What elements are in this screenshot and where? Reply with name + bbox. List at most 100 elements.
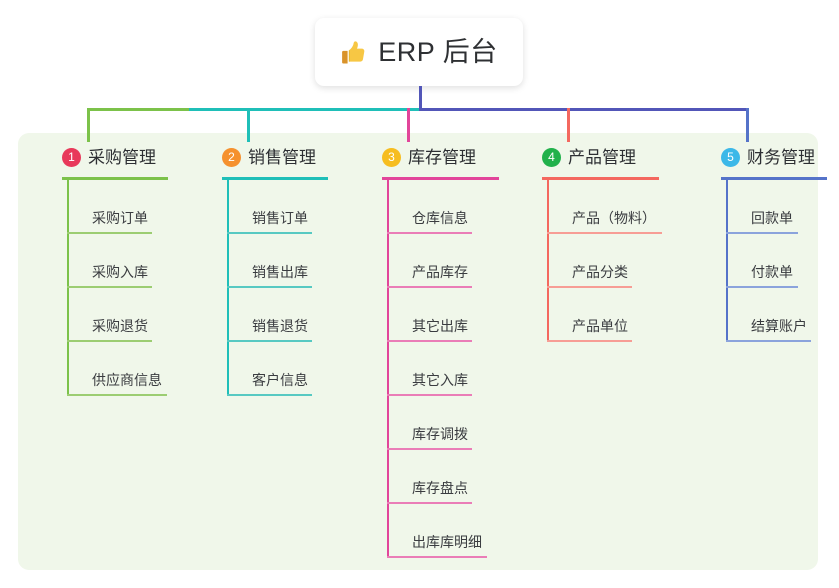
item-label: 仓库信息: [412, 210, 468, 226]
column-rule-4: [542, 177, 659, 180]
item-rule: [726, 232, 798, 234]
item-rule: [227, 286, 312, 288]
column-badge-1: 1: [62, 147, 81, 167]
item-label: 供应商信息: [92, 372, 162, 388]
item-rule: [387, 394, 472, 396]
column-purchasing: 1 采购管理 采购订单 采购入库 采购退货 供应商信息: [40, 146, 190, 396]
item-rule: [547, 286, 632, 288]
column-rule-5: [721, 177, 827, 180]
column-rule-3: [382, 177, 499, 180]
item-spine: [227, 288, 229, 342]
item-spine: [726, 234, 728, 288]
column-rule-2: [222, 177, 328, 180]
column-title-4: 产品管理: [568, 147, 636, 167]
item-label: 结算账户: [751, 318, 807, 334]
column-header-product[interactable]: 4 产品管理: [520, 146, 685, 168]
diagram-panel: [18, 133, 818, 570]
item-label: 产品单位: [572, 318, 628, 334]
column-badge-3: 3: [382, 147, 401, 167]
item-rule: [387, 340, 472, 342]
item-label: 回款单: [751, 210, 793, 226]
item-label: 其它出库: [412, 318, 468, 334]
root-node-card[interactable]: ERP 后台: [315, 18, 523, 86]
item-spine: [227, 180, 229, 234]
column-title-5: 财务管理: [747, 147, 815, 167]
item-rule: [387, 556, 487, 558]
item-label: 库存调拨: [412, 426, 468, 442]
item-rule: [547, 340, 632, 342]
item-spine: [67, 180, 69, 234]
item-label: 产品库存: [412, 264, 468, 280]
item-label: 销售退货: [252, 318, 308, 334]
item-spine: [726, 288, 728, 342]
drop-connector-col4: [567, 108, 570, 142]
item-label: 销售出库: [252, 264, 308, 280]
item-rule: [387, 232, 472, 234]
item-rule: [67, 286, 152, 288]
column-header-finance[interactable]: 5 财务管理: [699, 146, 839, 168]
item-spine: [387, 180, 389, 234]
column-finance: 5 财务管理 回款单 付款单 结算账户: [699, 146, 839, 342]
item-spine: [67, 234, 69, 288]
item-rule: [726, 286, 798, 288]
horizontal-connector-blue: [419, 108, 749, 111]
root-node-content: ERP 后台: [340, 36, 498, 67]
item-rule: [67, 340, 152, 342]
item-rule: [547, 232, 662, 234]
column-badge-2: 2: [222, 147, 241, 167]
item-spine: [547, 288, 549, 342]
column-header-purchasing[interactable]: 1 采购管理: [40, 146, 190, 168]
item-spine: [227, 342, 229, 396]
drop-connector-col5: [746, 108, 749, 142]
drop-connector-col3: [407, 108, 410, 142]
horizontal-connector-teal: [189, 108, 419, 111]
item-rule: [227, 394, 312, 396]
item-rule: [67, 232, 152, 234]
column-header-inventory[interactable]: 3 库存管理: [360, 146, 520, 168]
item-rule: [387, 448, 472, 450]
item-label: 采购入库: [92, 264, 148, 280]
item-label: 采购订单: [92, 210, 148, 226]
thumbs-up-icon: [342, 40, 365, 63]
item-rule: [67, 394, 167, 396]
item-label: 产品（物料）: [572, 210, 656, 226]
root-node-label: ERP 后台: [378, 36, 498, 67]
item-spine: [387, 342, 389, 396]
item-rule: [387, 286, 472, 288]
item-spine: [67, 342, 69, 396]
item-label: 出库库明细: [412, 534, 482, 550]
item-rule: [387, 502, 472, 504]
item-spine: [227, 234, 229, 288]
drop-connector-col2: [247, 108, 250, 142]
item-label: 采购退货: [92, 318, 148, 334]
item-spine: [387, 288, 389, 342]
column-sales: 2 销售管理 销售订单 销售出库 销售退货 客户信息: [200, 146, 350, 396]
column-title-1: 采购管理: [88, 147, 156, 167]
column-header-sales[interactable]: 2 销售管理: [200, 146, 350, 168]
item-label: 其它入库: [412, 372, 468, 388]
item-spine: [67, 288, 69, 342]
item-label: 销售订单: [252, 210, 308, 226]
item-spine: [387, 234, 389, 288]
column-inventory: 3 库存管理 仓库信息 产品库存 其它出库 其它入库: [360, 146, 520, 558]
item-label: 库存盘点: [412, 480, 468, 496]
item-spine: [547, 180, 549, 234]
horizontal-connector-green: [87, 108, 189, 111]
item-spine: [547, 234, 549, 288]
item-rule: [726, 340, 811, 342]
item-rule: [227, 232, 312, 234]
item-spine: [387, 504, 389, 558]
column-badge-5: 5: [721, 147, 740, 167]
trunk-connector: [419, 86, 422, 108]
drop-connector-col1: [87, 108, 90, 142]
column-title-2: 销售管理: [248, 147, 316, 167]
column-rule-1: [62, 177, 168, 180]
item-label: 客户信息: [252, 372, 308, 388]
item-spine: [387, 450, 389, 504]
item-rule: [227, 340, 312, 342]
column-product: 4 产品管理 产品（物料） 产品分类 产品单位: [520, 146, 685, 342]
column-badge-4: 4: [542, 147, 561, 167]
column-title-3: 库存管理: [408, 147, 476, 167]
item-label: 产品分类: [572, 264, 628, 280]
